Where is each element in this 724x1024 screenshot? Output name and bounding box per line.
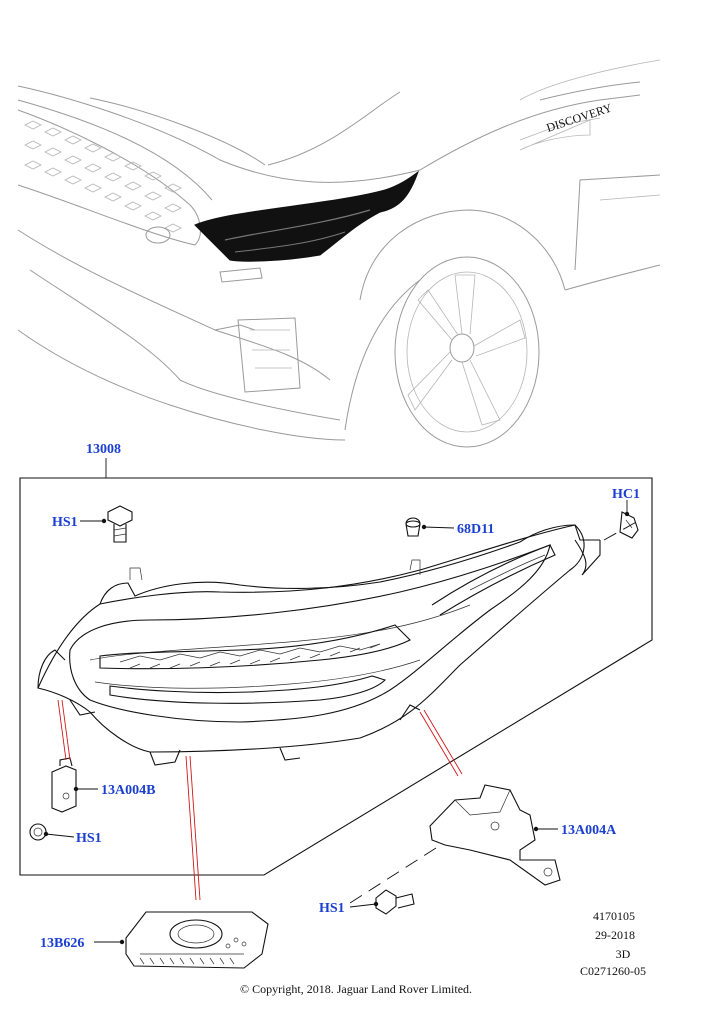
plug-68d11	[405, 517, 421, 537]
nut-hs1-left	[29, 823, 47, 841]
clip-hc1	[619, 511, 639, 539]
callout-13b626: 13B626	[40, 936, 84, 951]
callout-hc1: HC1	[612, 487, 640, 502]
reference-number: 4170105	[593, 909, 635, 923]
bracket-13a004b	[51, 757, 77, 813]
copyright-notice: © Copyright, 2018. Jaguar Land Rover Lim…	[240, 982, 472, 996]
callout-68d11: 68D11	[457, 522, 494, 537]
screw-hs1-bottom	[375, 889, 415, 915]
callout-13008: 13008	[86, 442, 121, 457]
drawing-date: 29-2018	[595, 928, 635, 942]
callout-labels: 13008 HS1 HC1 68D11 13A004B HS1 13A004A …	[40, 442, 640, 951]
headlamp-assembly	[37, 524, 601, 766]
drawing-info: 4170105 29-2018 3D C0271260-05 © Copyrig…	[240, 909, 646, 996]
assembly-frame	[19, 458, 653, 876]
callout-hs1-left: HS1	[76, 831, 102, 846]
callout-13a004a: 13A004A	[561, 823, 617, 838]
screw-hs1-top	[107, 505, 133, 543]
vehicle-badge: DISCOVERY	[545, 100, 614, 134]
location-lines	[57, 699, 463, 901]
callout-hs1-bottom: HS1	[319, 901, 345, 916]
module-13b626	[125, 911, 269, 969]
leader-lines	[43, 500, 641, 945]
callout-hs1-top: HS1	[52, 515, 78, 530]
callout-13a004b: 13A004B	[101, 783, 155, 798]
vehicle-illustration: DISCOVERY	[17, 59, 661, 448]
drawing-code: C0271260-05	[580, 964, 646, 978]
bracket-13a004a	[429, 784, 561, 886]
view-type: 3D	[616, 947, 631, 961]
